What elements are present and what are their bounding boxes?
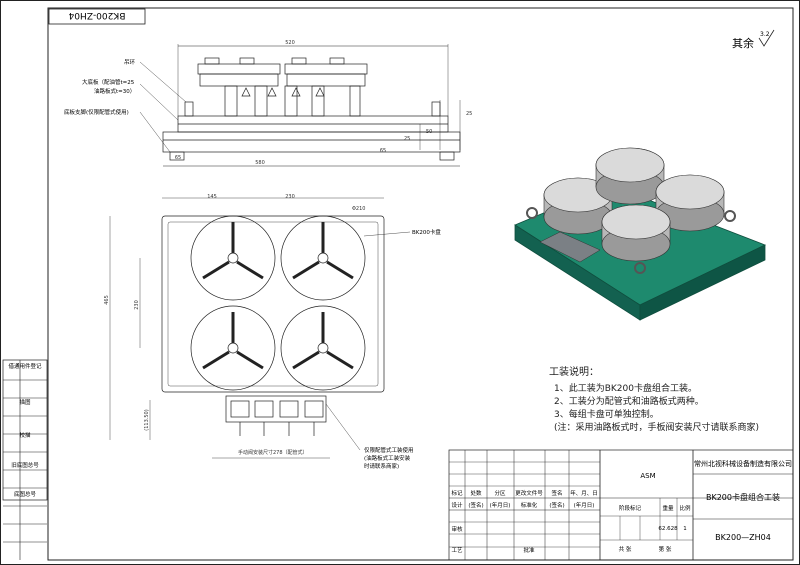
base-plate — [162, 131, 461, 153]
strip-label: 借通用件登记 — [8, 362, 42, 370]
dim-230-vertical: 230 — [134, 300, 140, 310]
dim-230: 230 — [285, 194, 295, 200]
drawing-frame — [47, 7, 794, 561]
dim-25: 25 — [404, 136, 410, 142]
roughness-value: 3.2 — [760, 31, 770, 38]
roughness-prefix: 其余 — [732, 36, 754, 50]
callout-bottom-support: 底板支脚(仅限配管式使用) — [64, 108, 129, 116]
approve-label: 批准 — [523, 546, 535, 554]
dim-diameter: Φ210 — [352, 206, 365, 212]
dim-height-25: 25 — [466, 111, 472, 117]
callout-valve-line-1: 仅限配管式工装使用 — [364, 446, 414, 454]
rev-header: 年、月、日 — [570, 489, 598, 497]
scale-label: 比例 — [679, 504, 691, 512]
dim-65-right: 65 — [380, 148, 386, 154]
title-block-text: ASM 常州北视科械设备制造有限公司 BK200卡盘组合工装 BK200—ZH0… — [451, 459, 792, 554]
plan-view-callouts: BK200卡盘 仅限配管式工装使用 (油路板式工装安装 时请联系商家) 手动阀安… — [238, 228, 441, 470]
process-notes: 工装说明： 1、此工装为BK200卡盘组合工装。 2、工装分为配管式和油路板式两… — [549, 365, 759, 433]
rev-cell: 设计 — [451, 501, 463, 509]
drawing-number-stamp: BK200-ZH04 — [48, 8, 146, 25]
sheet-number: 第 张 — [659, 545, 672, 553]
title-block — [448, 449, 794, 561]
plan-view-dimensions: 145 230 Φ210 465 230 (113.50) — [104, 194, 365, 431]
strip-label: 校描 — [19, 431, 31, 439]
material-text: ASM — [640, 472, 655, 480]
rev-cell: (年月日) — [574, 501, 595, 509]
company-name: 常州北视科械设备制造有限公司 — [694, 459, 792, 468]
callout-chuck: BK200卡盘 — [412, 228, 441, 236]
strip-label: 底图总号 — [14, 490, 37, 498]
callout-valve-line-3: 时请联系商家) — [364, 462, 399, 470]
front-view-callouts: 吊环 大底板（配油管t=25 油路板式t=30） 底板支脚(仅限配管式使用) — [64, 59, 187, 153]
rev-header: 标记 — [451, 489, 463, 497]
sheets-total: 共 张 — [619, 545, 632, 553]
drawing-number-stamp-text: BK200-ZH04 — [68, 10, 125, 20]
left-strip-table: 借通用件登记 描图 校描 旧底图总号 底图总号 — [2, 359, 48, 560]
valve-block — [225, 395, 327, 423]
chuck-bottom-left — [190, 305, 276, 391]
callout-valve-line-2: (油路板式工装安装 — [364, 454, 411, 462]
rev-header: 分区 — [494, 489, 506, 497]
plan-base — [161, 215, 385, 393]
dim-145: 145 — [207, 194, 217, 200]
note-line: (注：采用油路板式时，手板阀安装尺寸请联系商家) — [554, 421, 759, 433]
strip-label: 描图 — [19, 398, 31, 406]
callout-big-plate: 大底板（配油管t=25 — [82, 78, 135, 86]
callout-oil-plate: 油路板式t=30） — [94, 87, 135, 95]
scale-value: 1 — [683, 526, 687, 532]
callout-hanging-ring: 吊环 — [124, 59, 136, 66]
drawing-number: BK200—ZH04 — [715, 533, 771, 542]
rev-header: 处数 — [470, 489, 482, 497]
plan-view — [109, 197, 411, 459]
rev-header: 签名 — [551, 489, 562, 497]
note-line: 1、此工装为BK200卡盘组合工装。 — [554, 382, 697, 394]
weight-value: 62.628 — [658, 526, 678, 532]
rev-cell: (签名) — [468, 501, 483, 509]
audit-label: 审核 — [451, 525, 463, 533]
dim-465: 465 — [104, 295, 110, 305]
surface-roughness-note: 其余 3.2 — [732, 29, 775, 50]
rev-cell: (年月日) — [490, 501, 511, 509]
weight-label: 重量 — [662, 504, 674, 512]
rev-cell: (签名) — [549, 501, 564, 509]
front-view — [162, 44, 461, 167]
notes-title: 工装说明： — [549, 365, 599, 378]
note-line: 2、工装分为配管式和油路板式两种。 — [554, 395, 704, 407]
callout-valve-dim: 手动阀安装尺寸278（配管式） — [238, 449, 308, 456]
dim-113: (113.50) — [144, 409, 150, 430]
chuck-bottom-right — [280, 305, 366, 391]
isometric-view — [514, 147, 767, 321]
rev-header: 更改文件号 — [515, 489, 543, 497]
dim-520: 520 — [285, 40, 295, 46]
chuck-top-left — [190, 215, 276, 301]
chuck-top-right — [280, 215, 366, 301]
iso-chucks — [543, 147, 725, 262]
drawing-name: BK200卡盘组合工装 — [706, 492, 780, 502]
craft-label: 工艺 — [451, 547, 463, 554]
dim-65-left: 65 — [175, 155, 181, 161]
front-view-dimensions: 520 580 65 65 25 50 25 — [175, 40, 473, 166]
strip-label: 旧底图总号 — [11, 461, 39, 469]
rev-cell: 标准化 — [521, 501, 538, 509]
dim-50: 50 — [426, 129, 432, 135]
note-line: 3、每组卡盘可单独控制。 — [554, 408, 659, 420]
roughness-icon — [758, 29, 775, 47]
iso-hanging-rings — [526, 207, 736, 274]
dim-580: 580 — [255, 160, 265, 166]
stage-mark-label: 阶段标记 — [619, 504, 642, 512]
